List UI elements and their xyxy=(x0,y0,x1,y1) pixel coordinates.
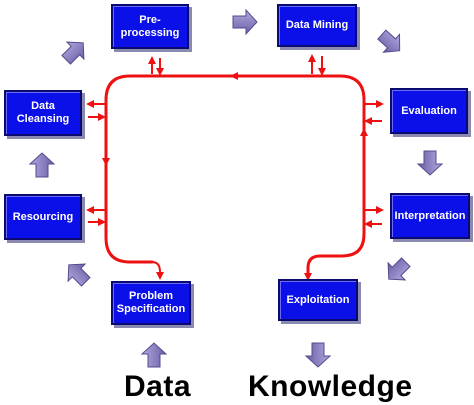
stage-evaluation: Evaluation xyxy=(390,88,468,134)
loop-to-problem-arrow xyxy=(151,261,164,280)
block-arrow-icon xyxy=(379,253,415,289)
block-arrow-icon xyxy=(57,33,93,69)
stage-problem-specification: Problem Specification xyxy=(111,281,191,325)
stage-resourcing: Resourcing xyxy=(4,194,82,240)
stage-preprocessing: Pre- processing xyxy=(111,4,189,49)
stage-data-mining: Data Mining xyxy=(277,4,357,47)
block-arrow-icon xyxy=(373,25,409,61)
caption-data: Data xyxy=(124,370,192,403)
loop-path xyxy=(104,74,366,278)
block-arrow-icon xyxy=(141,342,167,368)
block-arrow-icon xyxy=(29,152,55,178)
stage-data-cleansing: Data Cleansing xyxy=(4,90,82,136)
block-arrow-icon xyxy=(59,255,95,291)
stage-interpretation: Interpretation xyxy=(390,193,470,239)
caption-knowledge: Knowledge xyxy=(248,370,413,403)
block-arrow-icon xyxy=(232,9,258,35)
block-arrow-icon xyxy=(305,342,331,368)
block-arrow-icon xyxy=(417,150,443,176)
stage-exploitation: Exploitation xyxy=(278,279,358,321)
